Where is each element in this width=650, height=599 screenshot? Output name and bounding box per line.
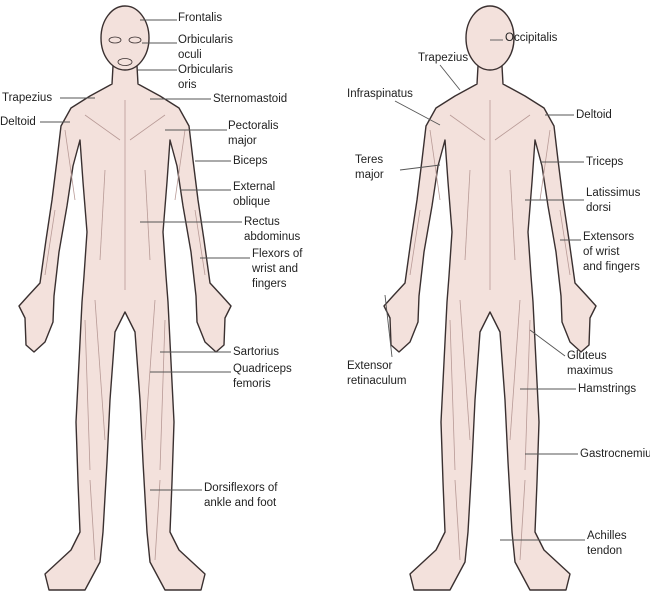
front-body-head	[100, 5, 150, 71]
muscle-striation	[559, 209, 571, 276]
label-gastrocnemius: Gastrocnemius	[580, 448, 650, 460]
label-achilles-tendon: Achilles tendon	[587, 530, 627, 557]
label-extensor-retinaculum: Extensor retinaculum	[347, 360, 407, 387]
muscle-striation	[519, 479, 526, 561]
label-extensors-wrist-fingers: Extensors of wrist and fingers	[583, 231, 640, 273]
label-rectus-abdominus: Rectus abdominus	[244, 216, 301, 243]
leader-line	[394, 100, 441, 126]
mouth	[117, 58, 133, 66]
label-latissimus-dorsi: Latissimus dorsi	[586, 187, 641, 214]
muscle-striation	[174, 129, 186, 201]
muscle-striation	[194, 209, 206, 276]
label-external-oblique: External oblique	[233, 181, 276, 208]
label-sartorius: Sartorius	[233, 346, 280, 358]
muscle-striation	[144, 299, 156, 441]
label-orbicularis-oris: Orbicularis oris	[178, 64, 233, 91]
muscle-striation	[84, 114, 121, 141]
label-trapezius-back: Trapezius	[418, 52, 469, 64]
muscle-striation	[524, 319, 531, 471]
label-teres-major: Teres major	[355, 154, 384, 181]
muscle-striation	[94, 299, 106, 441]
back-body-head	[465, 5, 515, 71]
muscle-striation	[154, 479, 161, 561]
leader-line	[439, 64, 461, 91]
muscle-striation	[64, 129, 76, 201]
label-sternomastoid: Sternomastoid	[213, 93, 288, 105]
muscle-striation	[509, 169, 516, 261]
eye-left	[108, 36, 122, 44]
muscle-striation	[429, 129, 441, 201]
label-quadriceps-femoris: Quadriceps femoris	[233, 363, 292, 390]
muscle-striation	[449, 114, 486, 141]
muscle-striation	[44, 209, 56, 276]
leader-line	[384, 294, 393, 358]
leader-line	[399, 164, 441, 171]
muscle-striation	[509, 299, 521, 441]
leader-lines	[40, 19, 585, 541]
muscle-striation	[84, 319, 91, 471]
muscle-striation	[459, 299, 471, 441]
label-frontalis: Frontalis	[178, 12, 223, 24]
muscle-striation	[454, 479, 461, 561]
label-deltoid-back: Deltoid	[576, 109, 612, 121]
muscle-striation	[159, 319, 166, 471]
label-biceps: Biceps	[233, 155, 268, 167]
muscle-striation	[449, 319, 456, 471]
label-occipitalis: Occipitalis	[505, 32, 558, 44]
muscle-striation	[539, 129, 551, 201]
label-pectoralis-major: Pectoralis major	[228, 120, 279, 147]
label-triceps: Triceps	[586, 156, 624, 168]
label-gluteus-maximus: Gluteus maximus	[567, 350, 614, 377]
muscle-striation	[99, 169, 106, 261]
muscle-striation	[494, 114, 531, 141]
label-infraspinatus: Infraspinatus	[347, 88, 413, 100]
back-body-figure	[383, 5, 597, 591]
label-dorsiflexors: Dorsiflexors of ankle and foot	[204, 482, 278, 509]
muscle-striation	[144, 169, 151, 261]
front-body-figure	[18, 5, 232, 591]
label-trapezius-front: Trapezius	[2, 92, 53, 104]
eye-right	[128, 36, 142, 44]
muscle-striation	[409, 209, 421, 276]
muscle-striation	[89, 479, 96, 561]
label-deltoid-front: Deltoid	[0, 116, 36, 128]
leader-line	[529, 329, 566, 357]
label-hamstrings: Hamstrings	[578, 383, 637, 395]
muscle-striation	[129, 114, 166, 141]
label-flexors-wrist-fingers: Flexors of wrist and fingers	[252, 248, 303, 290]
muscle-striation	[464, 169, 471, 261]
label-orbicularis-oculi: Orbicularis oculi	[178, 34, 233, 61]
